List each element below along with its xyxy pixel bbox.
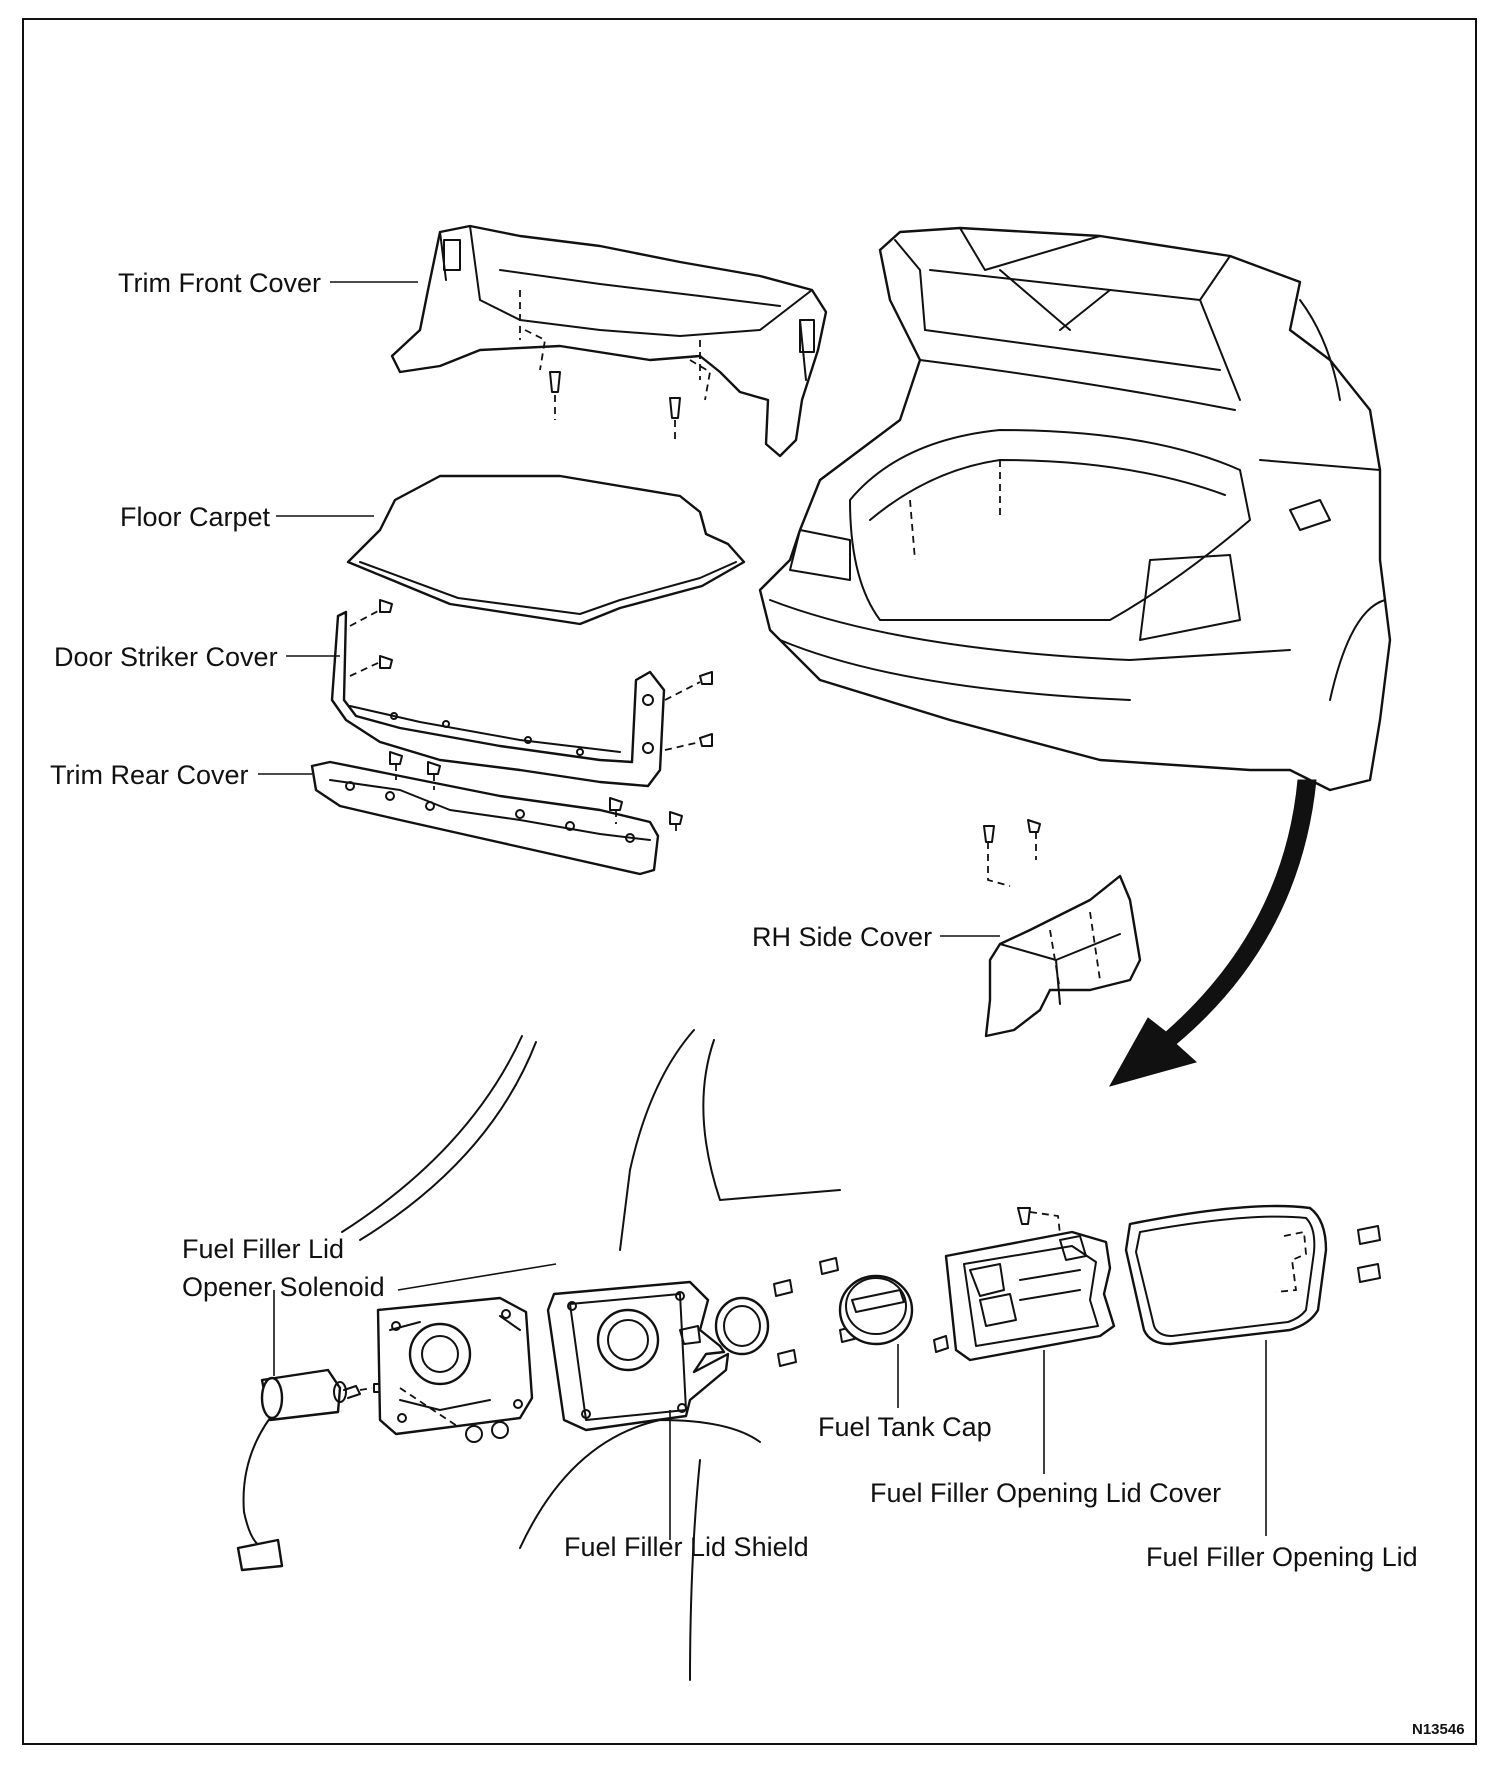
fuel-filler-opening-lid-part	[1124, 1204, 1328, 1346]
door-striker-cover-part	[330, 599, 713, 788]
trim-front-cover-part	[390, 224, 828, 458]
label-fuel-filler-lid-opener-solenoid-line2: Opener Solenoid	[182, 1272, 385, 1302]
body-outline-curves	[341, 1029, 841, 1681]
label-trim-rear-cover: Trim Rear Cover	[50, 760, 249, 790]
gasket-ring-part	[714, 1296, 770, 1356]
car-rear-body	[758, 226, 1392, 792]
label-fuel-filler-opening-lid-cover: Fuel Filler Opening Lid Cover	[870, 1478, 1221, 1508]
leader-lines	[258, 281, 1267, 1540]
label-door-striker-cover: Door Striker Cover	[54, 642, 278, 672]
fuel-filler-lid-shield-part	[546, 1280, 730, 1432]
fuel-filler-lid-opener-solenoid-part	[236, 1368, 383, 1572]
fuel-tank-cap-part	[838, 1274, 914, 1346]
fuel-filler-housing-part	[376, 1296, 534, 1443]
label-fuel-filler-opening-lid: Fuel Filler Opening Lid	[1146, 1542, 1418, 1572]
rh-side-cover-part	[983, 819, 1142, 1038]
floor-carpet-part	[346, 474, 746, 626]
trim-rear-cover-part	[310, 751, 683, 876]
label-rh-side-cover: RH Side Cover	[752, 922, 932, 952]
label-fuel-tank-cap: Fuel Tank Cap	[818, 1412, 992, 1442]
figure-code: N13546	[1412, 1721, 1465, 1738]
label-trim-front-cover: Trim Front Cover	[118, 268, 321, 298]
fuel-filler-opening-lid-cover-part	[944, 1230, 1116, 1362]
label-fuel-filler-lid-shield: Fuel Filler Lid Shield	[564, 1532, 809, 1562]
direction-arrow	[1108, 779, 1317, 1087]
label-fuel-filler-lid-opener-solenoid-line1: Fuel Filler Lid	[182, 1234, 344, 1264]
label-floor-carpet: Floor Carpet	[120, 502, 271, 532]
